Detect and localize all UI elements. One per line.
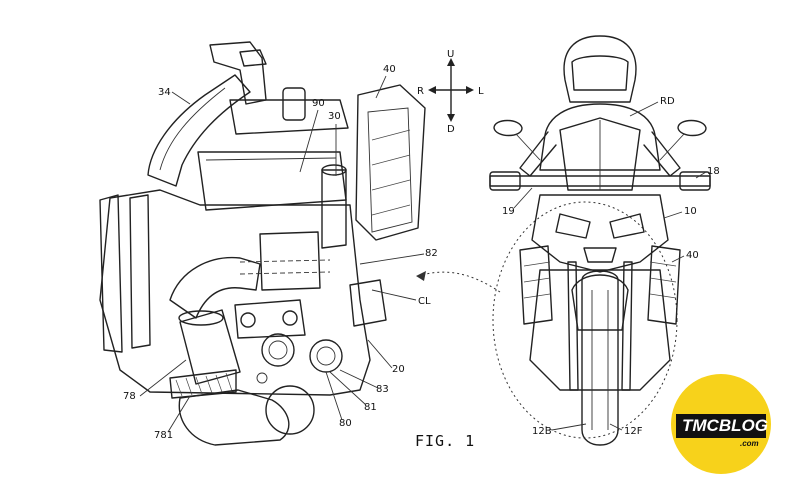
label-80: 80 xyxy=(339,418,352,429)
direction-compass: U D R L xyxy=(417,49,484,135)
label-12f: 12F xyxy=(624,426,643,437)
label-rd: RD xyxy=(660,96,675,107)
label-18: 18 xyxy=(707,166,720,177)
compass-right-label: R xyxy=(417,86,424,97)
label-83: 83 xyxy=(376,384,389,395)
label-781: 781 xyxy=(154,430,173,441)
logo-subtext: .com xyxy=(740,439,759,448)
label-cl: CL xyxy=(418,296,431,307)
compass-left-label: L xyxy=(478,86,484,97)
tmcblog-watermark-logo: TMCBLOG .com xyxy=(671,374,771,474)
detail-callout xyxy=(416,202,677,438)
label-20: 20 xyxy=(392,364,405,375)
label-34: 34 xyxy=(158,87,171,98)
label-90: 90 xyxy=(312,98,325,109)
compass-up-label: U xyxy=(447,49,454,60)
logo-text: TMCBLOG xyxy=(682,416,768,435)
label-78: 78 xyxy=(123,391,136,402)
label-82: 82 xyxy=(425,248,438,259)
label-40: 40 xyxy=(383,64,396,75)
label-19: 19 xyxy=(502,206,515,217)
label-81: 81 xyxy=(364,402,377,413)
figure-caption: FIG. 1 xyxy=(415,432,475,450)
motorcycle-part-labels: RD 18 19 10 40 12B 12F xyxy=(502,96,720,437)
label-30: 30 xyxy=(328,111,341,122)
label-12b: 12B xyxy=(532,426,552,437)
compass-down-label: D xyxy=(447,124,455,135)
label-40-bike: 40 xyxy=(686,250,699,261)
motorcycle-front-view xyxy=(490,36,710,445)
label-10: 10 xyxy=(684,206,697,217)
